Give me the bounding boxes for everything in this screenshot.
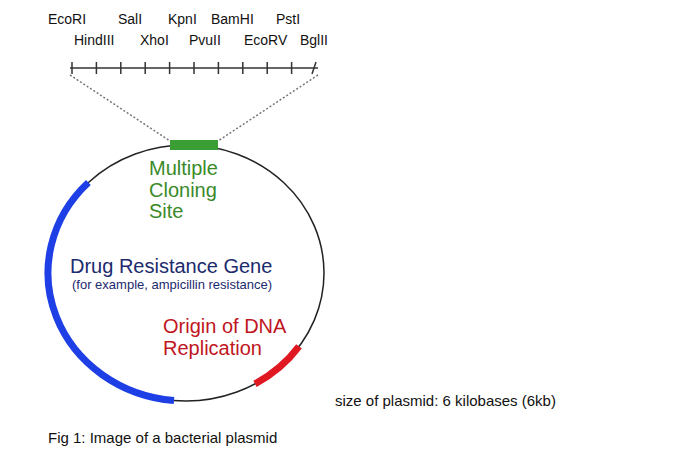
cloning-site-box: [170, 140, 218, 150]
ruler-tick: [266, 62, 268, 74]
zoom-line: [218, 75, 318, 141]
ruler-ticks: [72, 62, 316, 74]
gene-label: Drug Resistance Gene: [70, 256, 272, 278]
ruler-tick: [312, 62, 316, 74]
enzyme-site-label: BglII: [300, 33, 328, 48]
ruler-tick: [242, 62, 244, 74]
cloning-site-label: Multiple Cloning Site: [149, 158, 241, 223]
enzyme-site-label: SalI: [118, 12, 142, 27]
ruler-tick: [71, 62, 73, 74]
enzyme-site-label: PstI: [276, 12, 300, 27]
enzyme-site-label: XhoI: [140, 33, 169, 48]
ruler-tick: [218, 62, 220, 74]
ruler-tick: [169, 62, 171, 74]
plasmid-circle: [48, 145, 324, 401]
zoom-line: [70, 75, 170, 141]
ruler-tick: [144, 62, 146, 74]
ruler-tick: [291, 62, 293, 74]
enzyme-site-label: EcoRV: [244, 33, 287, 48]
enzyme-site-label: HindIII: [74, 33, 114, 48]
enzyme-site-label: BamHI: [211, 12, 254, 27]
ruler-tick: [193, 62, 195, 74]
gene-note: (for example, ampicillin resistance): [72, 278, 272, 292]
figure-caption: Fig 1: Image of a bacterial plasmid: [48, 430, 277, 446]
ruler-tick: [96, 62, 98, 74]
enzyme-site-label: EcoRI: [48, 12, 86, 27]
size-note: size of plasmid: 6 kilobases (6kb): [335, 393, 556, 409]
origin-label: Origin of DNA Replication: [163, 316, 309, 359]
enzyme-site-label: PvuII: [189, 33, 221, 48]
enzyme-site-label: KpnI: [168, 12, 197, 27]
ruler-tick: [120, 62, 122, 74]
